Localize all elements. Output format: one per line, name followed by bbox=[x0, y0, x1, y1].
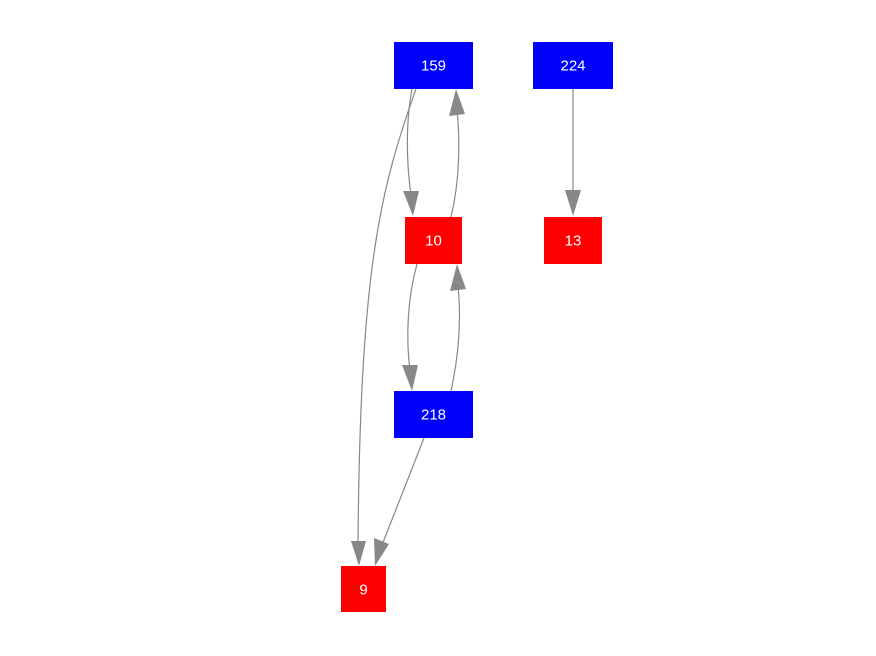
node-label: 10 bbox=[425, 233, 442, 250]
arrowhead-224-13 bbox=[565, 190, 581, 216]
arrowhead-159-9 bbox=[351, 541, 366, 566]
arrowhead-218-9 bbox=[374, 538, 389, 566]
edge-159-10 bbox=[406, 88, 413, 196]
node-label: 218 bbox=[421, 407, 446, 424]
node-9[interactable]: 9 bbox=[341, 566, 386, 612]
node-label: 159 bbox=[421, 58, 446, 75]
node-224[interactable]: 224 bbox=[533, 42, 613, 89]
edges bbox=[351, 88, 581, 566]
edge-10-218 bbox=[407, 263, 418, 371]
node-10[interactable]: 10 bbox=[405, 217, 462, 264]
node-159[interactable]: 159 bbox=[394, 42, 473, 89]
arrowhead-218-10 bbox=[450, 264, 466, 291]
arrowhead-10-218 bbox=[402, 365, 418, 391]
edge-218-9 bbox=[381, 437, 425, 546]
edge-218-10 bbox=[450, 284, 461, 392]
node-label: 9 bbox=[359, 582, 367, 599]
arrowhead-159-10 bbox=[403, 191, 419, 216]
edge-10-159 bbox=[450, 109, 460, 218]
node-label: 13 bbox=[565, 233, 582, 250]
node-13[interactable]: 13 bbox=[544, 217, 602, 264]
node-218[interactable]: 218 bbox=[394, 391, 473, 438]
node-label: 224 bbox=[560, 58, 585, 75]
edge-159-9 bbox=[357, 88, 417, 546]
arrowhead-10-159 bbox=[449, 89, 465, 116]
